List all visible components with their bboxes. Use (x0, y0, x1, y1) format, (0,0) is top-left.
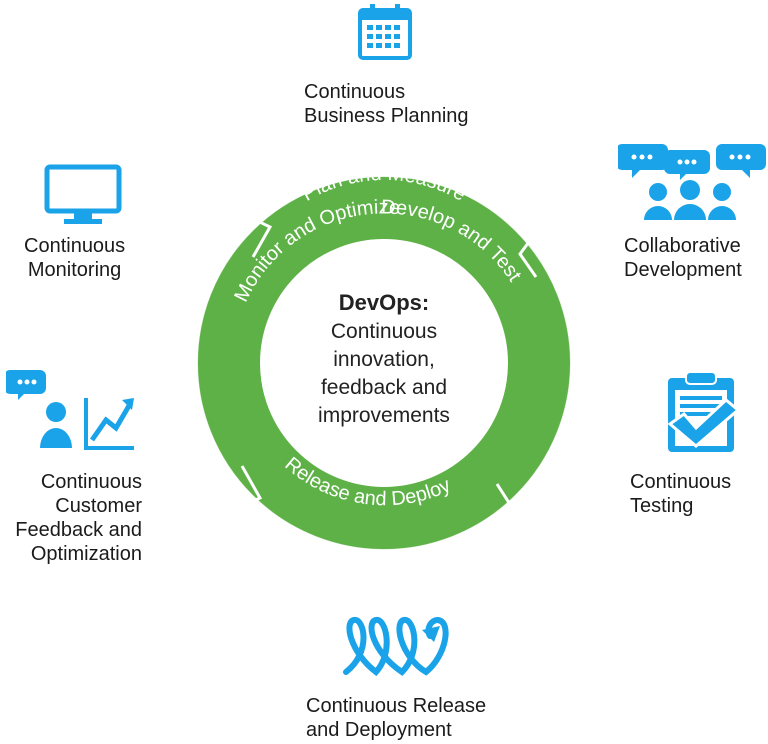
monitor-icon (44, 164, 122, 224)
loop-arrow-icon (343, 616, 449, 677)
center-line: improvements (318, 404, 450, 427)
center-line: feedback and (320, 376, 448, 399)
ring-band (198, 177, 570, 549)
label-customer-feedback: Continuous Customer Feedback and Optimiz… (15, 471, 142, 565)
center-caption: DevOps: Continuous innovation, feedback … (284, 288, 484, 430)
label-business-planning: Continuous Business Planning (304, 81, 469, 127)
label-continuous-monitoring: Continuous Monitoring (24, 235, 126, 281)
label-continuous-testing: Continuous Testing (630, 471, 732, 517)
clipboard-check-icon (667, 371, 741, 452)
team-chat-icon (618, 144, 766, 220)
center-line: innovation, (333, 348, 435, 371)
label-collaborative-development: Collaborative Development (624, 235, 742, 281)
customer-growth-icon (6, 370, 134, 450)
center-line: Continuous (330, 320, 438, 343)
calendar-icon (358, 4, 412, 60)
center-title: DevOps: (338, 290, 430, 315)
label-continuous-release: Continuous Release and Deployment (306, 695, 487, 741)
